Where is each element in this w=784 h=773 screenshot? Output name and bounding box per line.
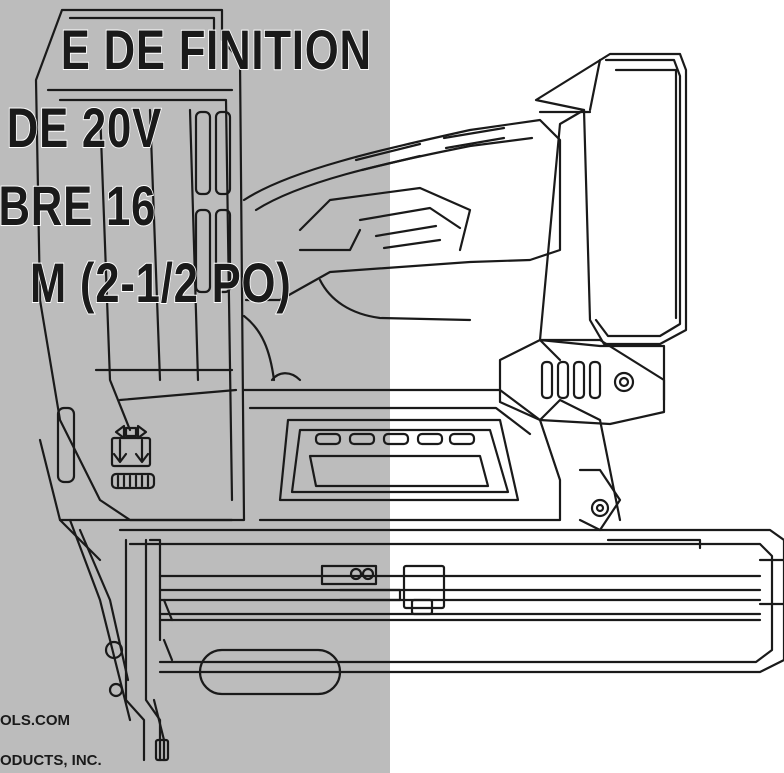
title-line-4: M (2-1/2 PO) [29,251,292,314]
depth-adjust-icon [110,424,156,490]
motor-housing [242,388,622,532]
title-line-1: E DE FINITION [60,18,372,81]
footer-website: OLS.COM [0,712,70,729]
tool-housing [34,8,246,562]
battery-pack [498,52,688,426]
title-line-3: BRE 16 [0,174,156,237]
tool-handle [242,118,562,382]
tool-nose [68,518,174,762]
magazine [118,528,784,696]
footer-company-name: ODUCTS, INC. [0,752,102,769]
title-line-2: DE 20V [6,96,162,159]
